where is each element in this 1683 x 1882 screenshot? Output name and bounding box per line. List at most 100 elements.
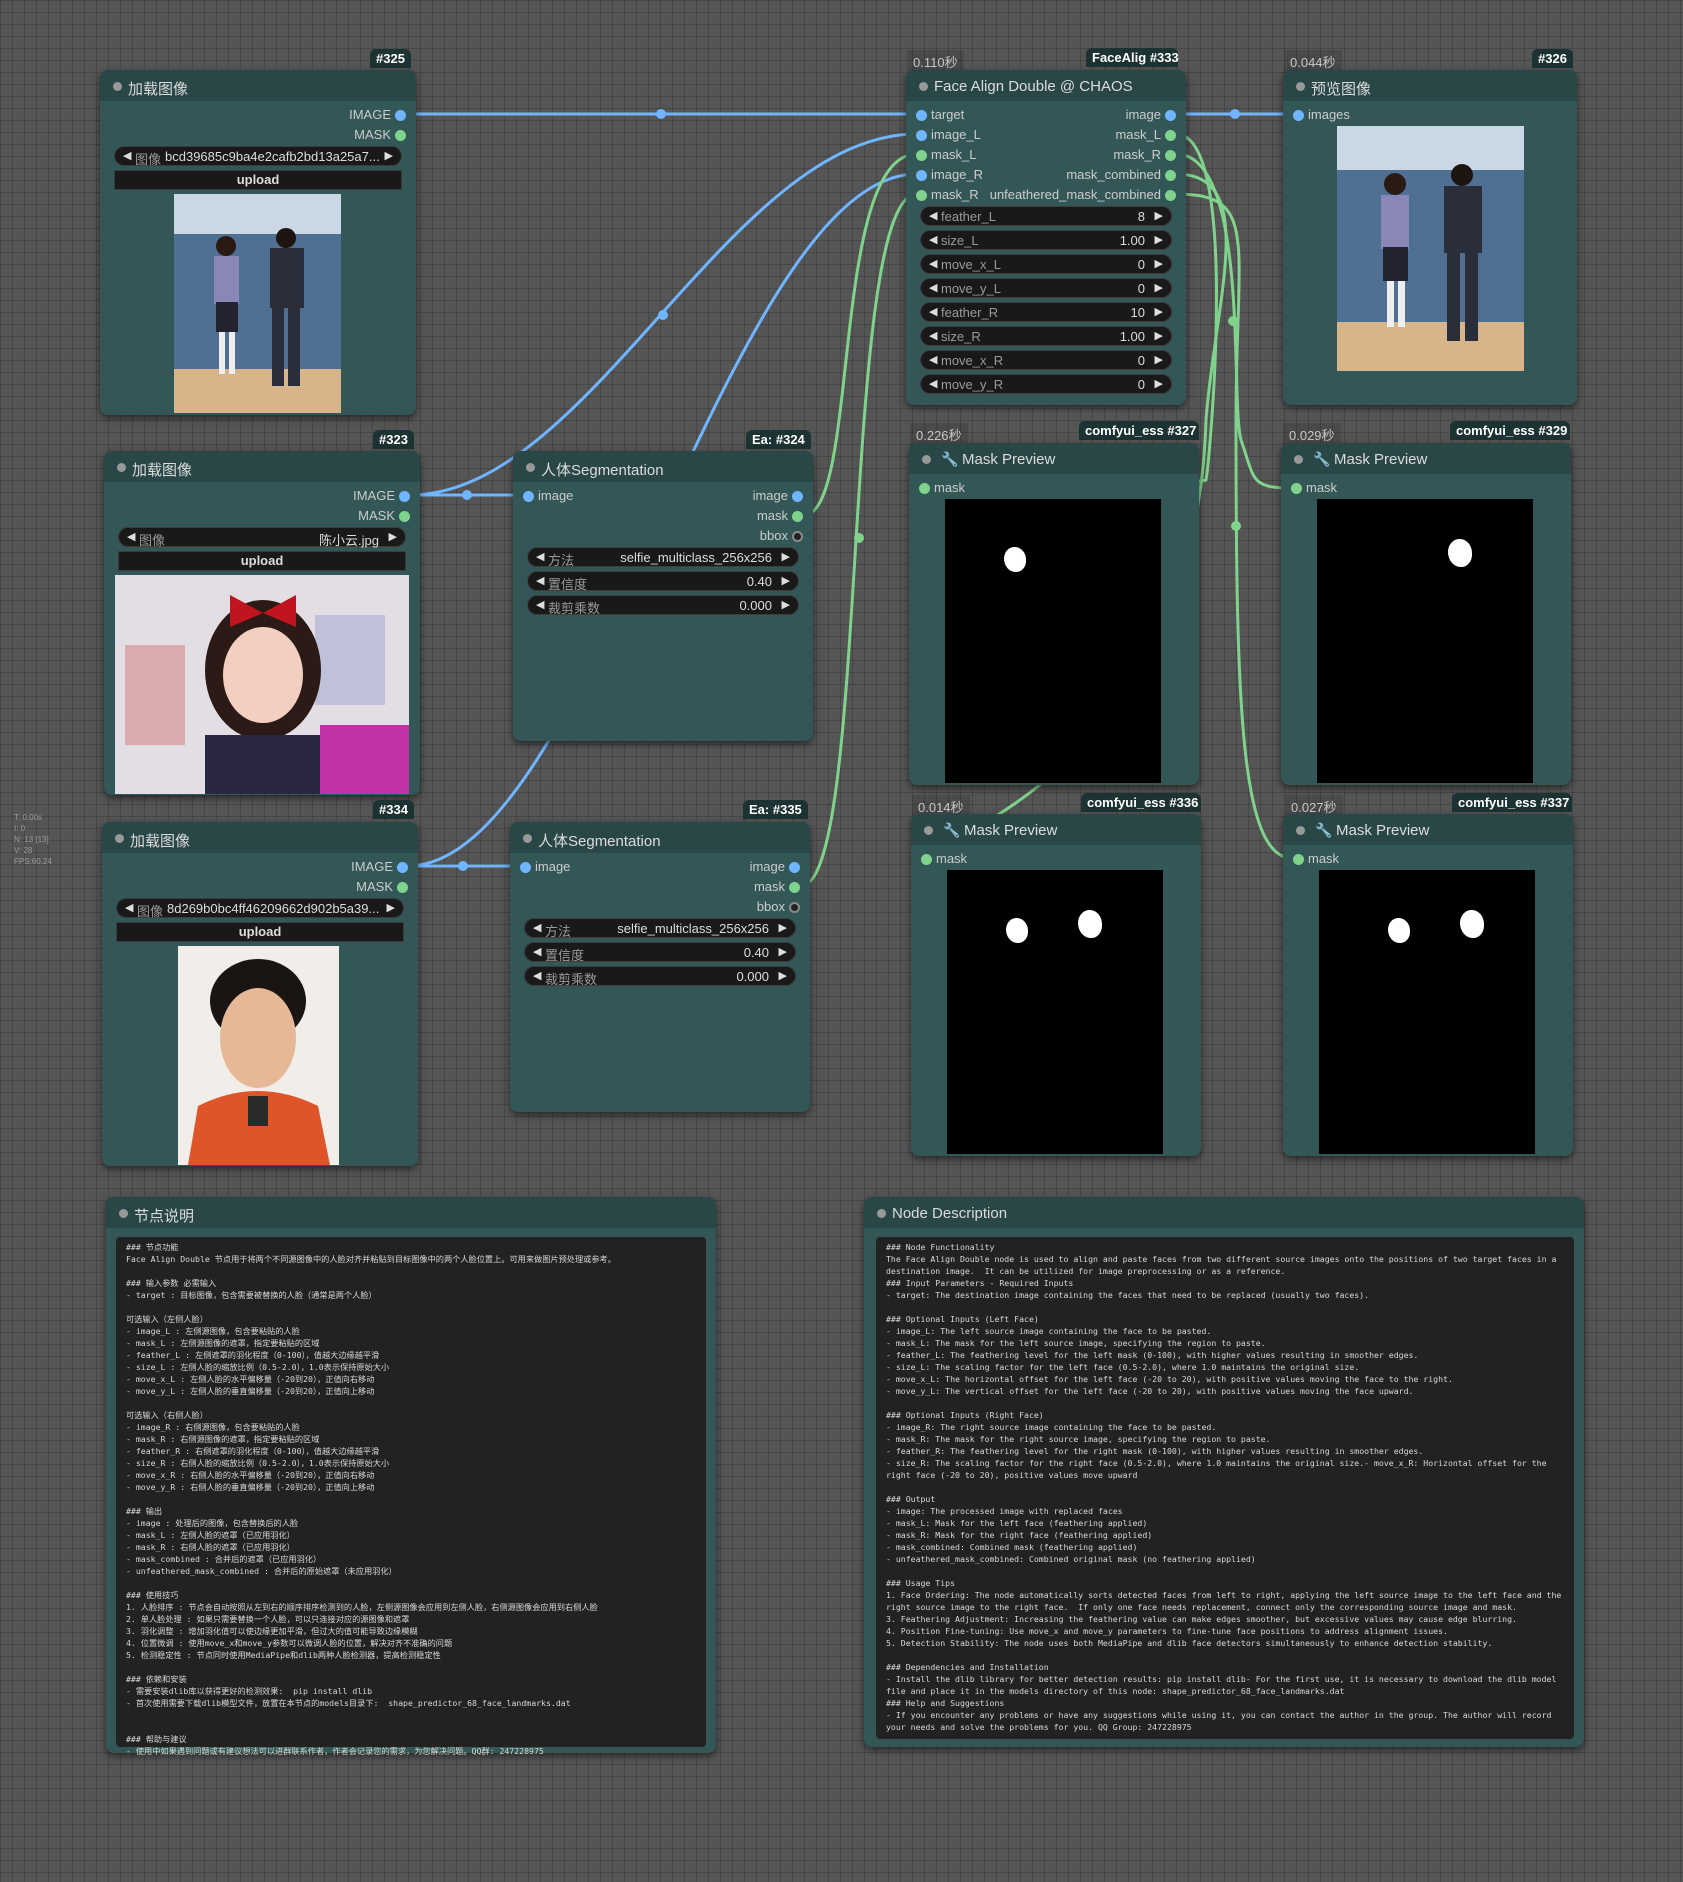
arrow-left-icon[interactable]: ◀: [123, 150, 132, 162]
output-image-dot[interactable]: [397, 862, 408, 873]
output-image[interactable]: image: [690, 858, 810, 876]
input-mask[interactable]: mask: [911, 850, 1031, 868]
node-header[interactable]: 🔧 Mask Preview: [1281, 443, 1571, 474]
collapse-dot[interactable]: [523, 834, 532, 843]
output-mask[interactable]: mask: [693, 507, 813, 525]
collapse-dot[interactable]: [115, 834, 124, 843]
input-mask-L[interactable]: mask_L: [906, 146, 1046, 164]
output-mask-R[interactable]: mask_R: [986, 146, 1186, 164]
output-mask-L[interactable]: mask_L: [986, 126, 1186, 144]
output-image-dot[interactable]: [395, 110, 406, 121]
load-image-node-323[interactable]: 加载图像 IMAGE MASK ◀ 图像 陈小云.jpg ▶ upload: [104, 451, 420, 795]
preview-image-node-326[interactable]: 预览图像 images: [1283, 70, 1577, 405]
collapse-dot[interactable]: [919, 82, 928, 91]
node-header[interactable]: 加载图像: [104, 451, 420, 482]
mask-preview-node-329[interactable]: 🔧 Mask Preview mask: [1281, 443, 1571, 785]
node-header[interactable]: 🔧 Mask Preview: [911, 814, 1201, 845]
collapse-dot[interactable]: [922, 455, 931, 464]
segmentation-node-335[interactable]: 人体Segmentation image image mask bbox ◀方法…: [510, 822, 810, 1112]
output-image[interactable]: IMAGE: [300, 487, 420, 505]
image-combo[interactable]: ◀ 图像 8d269b0bc4ff46209662d902b5a39... ▶: [116, 898, 404, 919]
note-text[interactable]: ### 节点功能 Face Align Double 节点用于将两个不同源图像中…: [126, 1242, 616, 1756]
input-images[interactable]: images: [1283, 106, 1423, 124]
collapse-dot[interactable]: [119, 1209, 128, 1218]
upload-button[interactable]: upload: [114, 170, 402, 190]
load-image-node-325[interactable]: 加载图像 IMAGE MASK ◀ 图像 bcd39685c9ba4e2cafb…: [100, 70, 416, 415]
node-header[interactable]: 人体Segmentation: [513, 451, 813, 482]
upload-button[interactable]: upload: [118, 551, 406, 571]
node-header[interactable]: 加载图像: [102, 822, 418, 853]
arrow-right-icon[interactable]: ▶: [384, 150, 393, 162]
output-image-dot[interactable]: [399, 491, 410, 502]
collapse-dot[interactable]: [1296, 826, 1305, 835]
mask-preview-node-327[interactable]: 🔧 Mask Preview mask: [909, 443, 1199, 785]
collapse-dot[interactable]: [924, 826, 933, 835]
node-header[interactable]: Node Description: [864, 1197, 1584, 1228]
output-mask[interactable]: MASK: [300, 507, 420, 525]
output-mask-dot[interactable]: [395, 130, 406, 141]
node-header[interactable]: 预览图像: [1283, 70, 1577, 101]
output-mask-dot[interactable]: [397, 882, 408, 893]
segmentation-node-324[interactable]: 人体Segmentation image image mask bbox ◀方法…: [513, 451, 813, 741]
input-mask[interactable]: mask: [1281, 479, 1401, 497]
note-textarea[interactable]: ### 节点功能 Face Align Double 节点用于将两个不同源图像中…: [116, 1237, 706, 1756]
note-node-en[interactable]: Node Description ### Node Functionality …: [864, 1197, 1584, 1747]
upload-button[interactable]: upload: [116, 922, 404, 942]
mask-preview-node-336[interactable]: 🔧 Mask Preview mask: [911, 814, 1201, 1156]
collapse-dot[interactable]: [526, 463, 535, 472]
input-target[interactable]: target: [906, 106, 1046, 124]
output-mask-combined[interactable]: mask_combined: [986, 166, 1186, 184]
note-textarea[interactable]: ### Node Functionality The Face Align Do…: [876, 1237, 1574, 1739]
node-header[interactable]: Face Align Double @ CHAOS: [906, 70, 1186, 101]
output-unfeathered-mask-combined[interactable]: unfeathered_mask_combined: [986, 186, 1186, 204]
output-mask[interactable]: MASK: [298, 878, 418, 896]
note-node-cn[interactable]: 节点说明 ### 节点功能 Face Align Double 节点用于将两个不…: [106, 1197, 716, 1756]
face-align-double-node-333[interactable]: Face Align Double @ CHAOS target image_L…: [906, 70, 1186, 405]
output-bbox[interactable]: bbox: [693, 527, 813, 545]
note-text[interactable]: ### Node Functionality The Face Align Do…: [886, 1242, 1562, 1732]
image-combo[interactable]: ◀ 图像 bcd39685c9ba4e2cafb2bd13a25a7... ▶: [114, 146, 402, 167]
input-image-L[interactable]: image_L: [906, 126, 1046, 144]
input-mask[interactable]: mask: [1283, 850, 1403, 868]
arrow-right-icon[interactable]: ▶: [388, 531, 397, 543]
output-mask[interactable]: mask: [690, 878, 810, 896]
output-image[interactable]: IMAGE: [296, 106, 416, 124]
node-header[interactable]: 加载图像: [100, 70, 416, 101]
output-image[interactable]: image: [693, 487, 813, 505]
node-header[interactable]: 人体Segmentation: [510, 822, 810, 853]
input-image[interactable]: image: [510, 858, 630, 876]
arrow-left-icon[interactable]: ◀: [127, 531, 136, 543]
output-image[interactable]: IMAGE: [298, 858, 418, 876]
load-image-node-334[interactable]: 加载图像 IMAGE MASK ◀ 图像 8d269b0bc4ff4620966…: [102, 822, 418, 1166]
collapse-dot[interactable]: [113, 82, 122, 91]
input-mask[interactable]: mask: [909, 479, 1029, 497]
node-header[interactable]: 🔧 Mask Preview: [909, 443, 1199, 474]
output-bbox[interactable]: bbox: [690, 898, 810, 916]
input-image[interactable]: image: [513, 487, 633, 505]
collapse-dot[interactable]: [117, 463, 126, 472]
node-header[interactable]: 🔧 Mask Preview: [1283, 814, 1573, 845]
input-mask-R[interactable]: mask_R: [906, 186, 1046, 204]
collapse-dot[interactable]: [1296, 82, 1305, 91]
arrow-left-icon[interactable]: ◀: [125, 902, 134, 914]
collapse-dot[interactable]: [877, 1209, 886, 1218]
collapse-dot[interactable]: [1294, 455, 1303, 464]
output-image[interactable]: image: [986, 106, 1186, 124]
mask-preview-node-337[interactable]: 🔧 Mask Preview mask: [1283, 814, 1573, 1156]
arrow-right-icon[interactable]: ▶: [386, 902, 395, 914]
node-header[interactable]: 节点说明: [106, 1197, 716, 1228]
